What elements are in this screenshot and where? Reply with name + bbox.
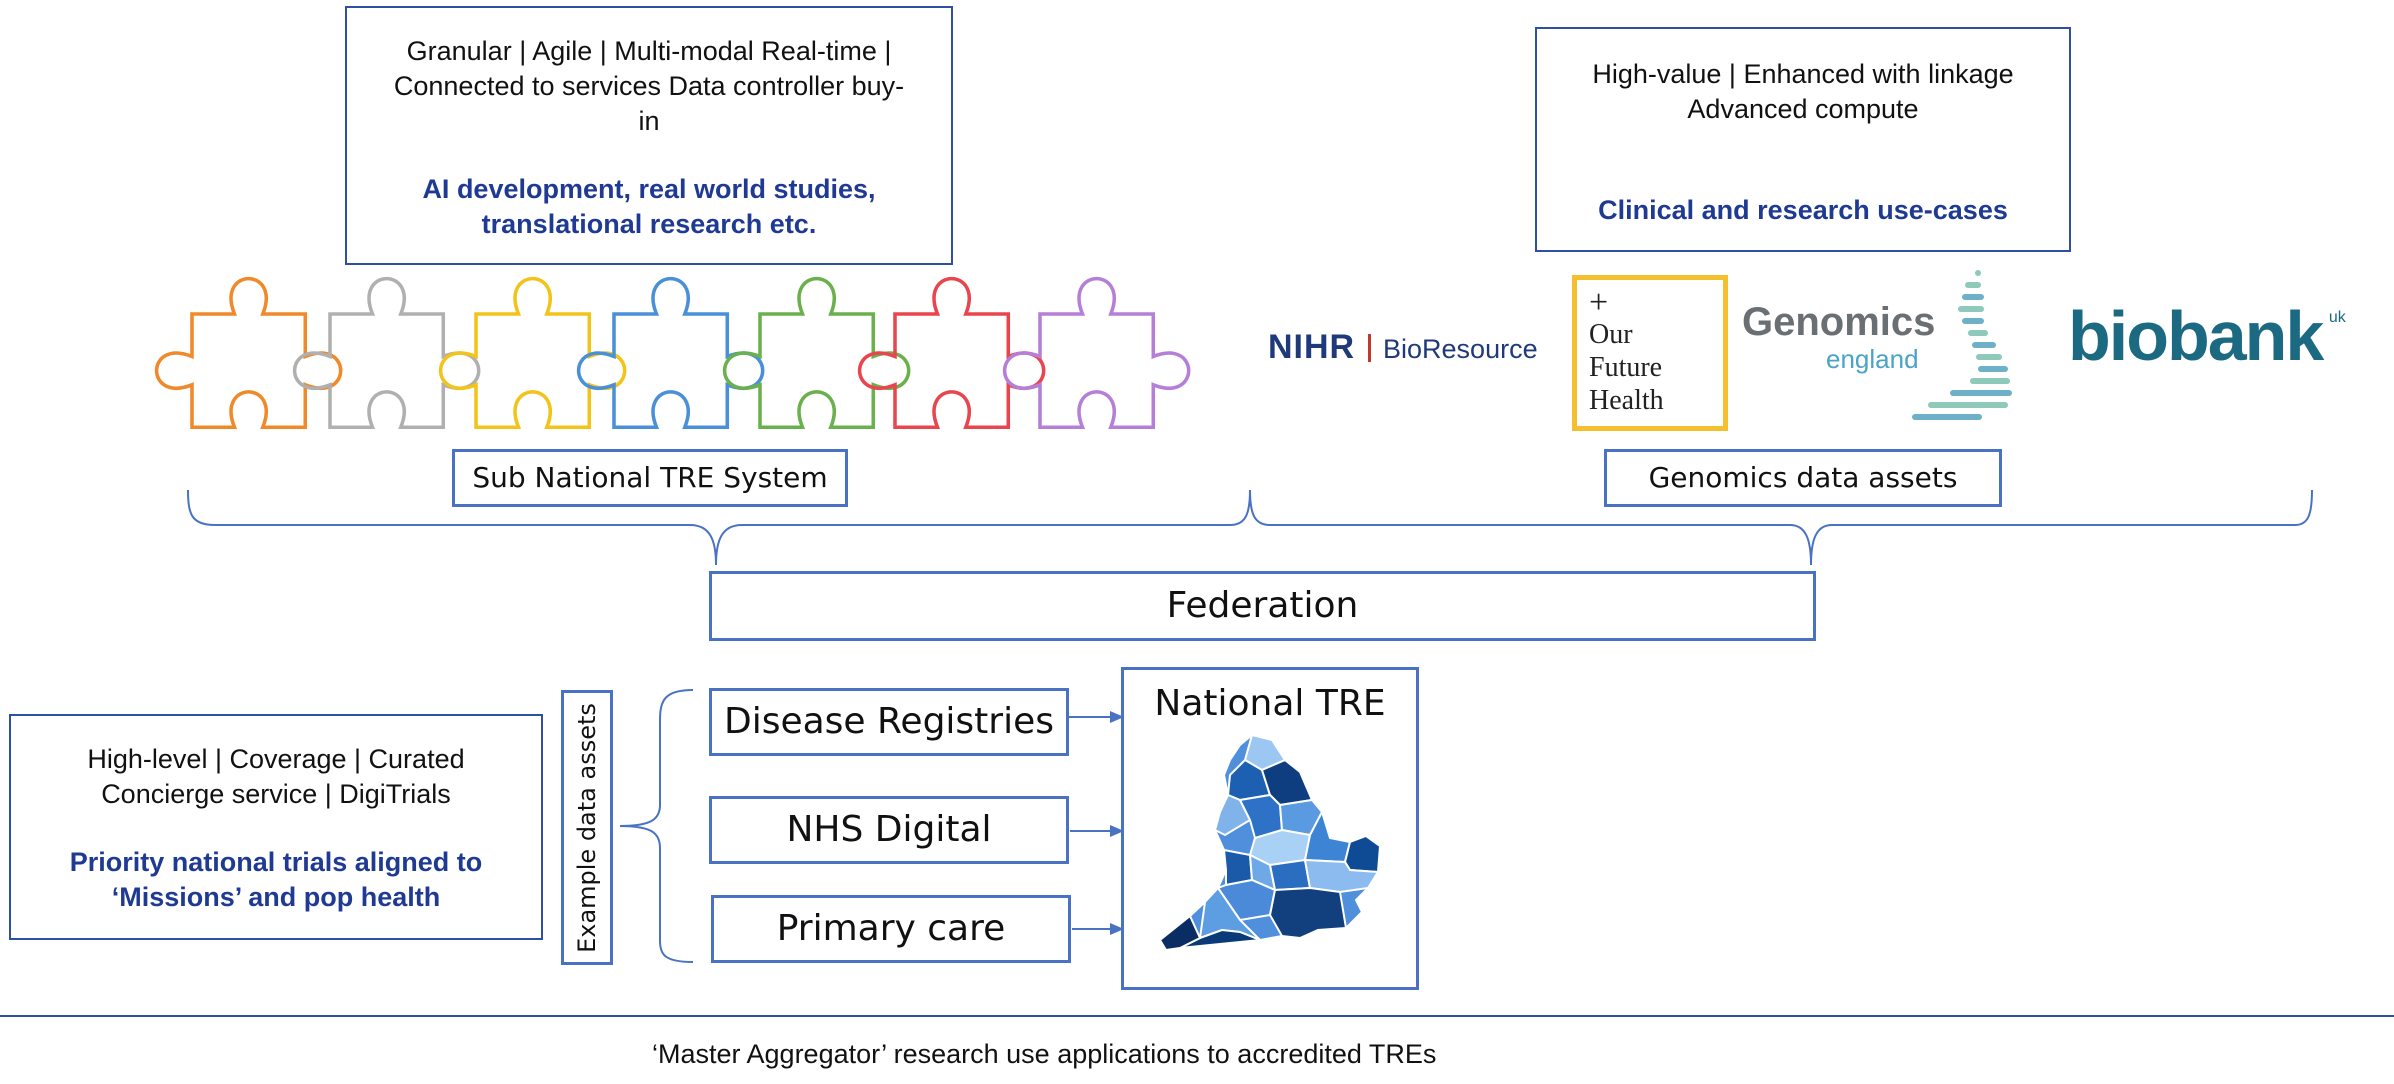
genomics-attributes-line1: High-value | Enhanced with linkage xyxy=(1592,59,2014,89)
sub-national-tre-label: Sub National TRE System xyxy=(452,449,848,507)
asset-nhs-digital: NHS Digital xyxy=(709,796,1069,864)
nihr-logo-divider xyxy=(1367,334,1371,362)
ofh-line-our: Our xyxy=(1589,319,1633,350)
asset-disease-registries: Disease Registries xyxy=(709,688,1069,756)
sub-national-attributes-line2: Connected to services Data controller bu… xyxy=(393,71,905,101)
genomics-logo-subtitle: england xyxy=(1826,344,1919,374)
asset-primary-care: Primary care xyxy=(711,895,1071,963)
national-info-box: High-level | Coverage | Curated Concierg… xyxy=(9,714,543,940)
biobank-logo-text: biobank xyxy=(2068,297,2324,375)
left-brace xyxy=(187,489,1251,566)
national-tre-title: National TRE xyxy=(1154,683,1386,724)
federation-box: Federation xyxy=(709,571,1816,641)
ofh-line-health: Health xyxy=(1589,385,1664,416)
example-data-assets-label: Example data assets xyxy=(573,702,601,953)
england-map xyxy=(1158,733,1382,952)
national-usecase-line2: ‘Missions’ and pop health xyxy=(111,882,441,912)
arrow-primary-care xyxy=(1072,923,1124,935)
puzzle-piece-purple xyxy=(1002,276,1191,430)
national-usecase-line1: Priority national trials aligned to xyxy=(69,847,483,877)
national-attributes-line1: High-level | Coverage | Curated xyxy=(87,744,465,774)
nihr-logo-text: NIHR xyxy=(1268,328,1356,366)
ofh-line-future: Future xyxy=(1589,352,1663,383)
right-brace xyxy=(1249,489,2313,566)
sub-national-usecase-line2: translational research etc. xyxy=(481,209,817,239)
genomics-england-dots xyxy=(1912,270,2012,420)
genomics-usecase-line: Clinical and research use-cases xyxy=(1598,195,2008,225)
plus-icon: + xyxy=(1589,284,1609,321)
genomics-attributes-line2: Advanced compute xyxy=(1687,94,1919,124)
genomics-info-box: High-value | Enhanced with linkage Advan… xyxy=(1535,27,2071,252)
assets-brace xyxy=(619,689,694,963)
sub-national-info-box: Granular | Agile | Multi-modal Real-time… xyxy=(345,6,953,265)
genomics-data-assets-label: Genomics data assets xyxy=(1604,449,2002,507)
our-future-health-logo: + Our Future Health xyxy=(1572,275,1728,431)
national-tre-box: National TRE xyxy=(1121,667,1419,990)
nihr-bioresource-logo: NIHR BioResource xyxy=(1268,328,1538,368)
genomics-logo-title: Genomics xyxy=(1742,300,1936,344)
footer-text: ‘Master Aggregator’ research use applica… xyxy=(652,1039,1437,1069)
genomics-england-logo: Genomics england xyxy=(1742,300,1942,374)
biobank-logo-uk: uk xyxy=(2328,309,2346,326)
sub-national-attributes-line3: in xyxy=(638,106,660,136)
sub-national-usecase-line1: AI development, real world studies, xyxy=(422,174,876,204)
uk-biobank-logo: biobank uk xyxy=(2068,296,2346,376)
national-attributes-line2: Concierge service | DigiTrials xyxy=(101,779,451,809)
example-data-assets-label-box: Example data assets xyxy=(561,690,613,965)
sub-national-attributes-line1: Granular | Agile | Multi-modal Real-time… xyxy=(406,36,892,66)
arrow-disease-registries xyxy=(1068,711,1124,723)
arrow-nhs-digital xyxy=(1070,825,1124,837)
bioresource-logo-text: BioResource xyxy=(1383,334,1538,364)
